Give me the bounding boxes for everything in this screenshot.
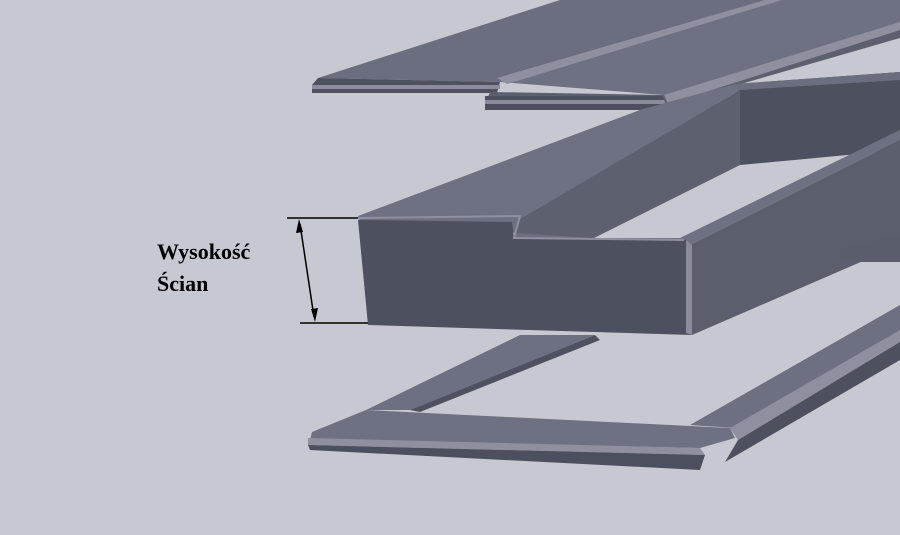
back-wall-top [640, 72, 900, 110]
base-front-rail-top [310, 410, 735, 448]
base-left-rail-top [366, 335, 595, 410]
right-wall-outer-face [690, 140, 900, 335]
base-back-rail [840, 235, 900, 262]
front-wall-face [358, 220, 692, 335]
dimension-arrow-bottom-icon [311, 308, 318, 322]
left-wall-top [358, 84, 740, 225]
back-wall-face [735, 72, 900, 165]
base-right-rail-top [690, 305, 900, 428]
right-lid-board-top [500, 0, 900, 95]
base-frame [308, 235, 900, 470]
dimension-label-line2: Ścian [157, 271, 209, 296]
base-front-rail-face [308, 445, 705, 470]
base-right-rail-face [725, 342, 900, 462]
dimension-line [299, 223, 315, 318]
height-dimension [287, 217, 368, 324]
base-front-rail-bevel [308, 438, 705, 455]
wall-frame [357, 72, 900, 335]
top-lid-panels [312, 0, 900, 110]
left-wall-inner-face [510, 90, 740, 240]
dimension-label-line1: Wysokość [157, 239, 251, 264]
right-wall-top [680, 130, 900, 245]
front-wall-notch-edge [357, 214, 685, 241]
right-lid-board-edge [485, 100, 666, 104]
dimension-arrow-top-icon [296, 219, 303, 233]
left-lid-board-top [318, 0, 770, 82]
right-lid-board-bevel [497, 0, 782, 84]
base-left-rail-face [410, 335, 600, 412]
front-wall-end [686, 240, 692, 335]
right-lid-board-rail [664, 22, 900, 104]
base-right-rail-bevel [730, 330, 900, 440]
left-lid-board-edge [312, 85, 500, 89]
